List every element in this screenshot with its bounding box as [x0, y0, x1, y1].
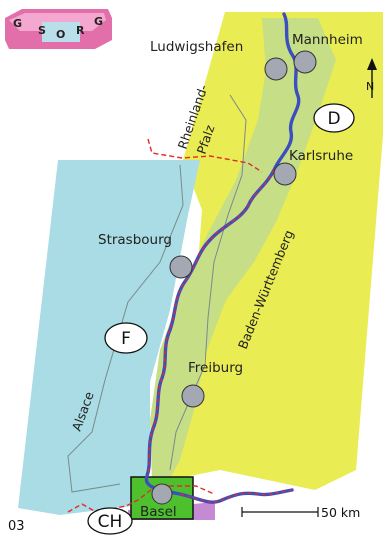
graben-strip: [150, 18, 336, 482]
figure-number: 03: [8, 519, 25, 534]
country-label-d: D: [327, 109, 340, 129]
country-badge-f: F: [104, 322, 148, 354]
cube-letter-g1: G: [13, 17, 22, 30]
cube-graben: [42, 22, 80, 42]
city-marker-freiburg: [181, 384, 205, 408]
cube-letter-s: S: [38, 24, 46, 37]
country-badge-ch: CH: [87, 507, 133, 535]
north-arrow-label: N: [366, 80, 374, 93]
rhine-river-border: [146, 169, 293, 503]
city-marker-mannheim: [293, 50, 317, 74]
fault-line-east: [169, 94, 247, 471]
city-marker-strasbourg: [169, 255, 193, 279]
city-label-ludwigshafen: Ludwigshafen: [150, 39, 243, 55]
city-label-freiburg: Freiburg: [188, 360, 243, 376]
country-label-f: F: [121, 329, 131, 349]
north-arrow-head: [367, 58, 377, 70]
scale-bar-label: 50 km: [321, 505, 360, 520]
country-badge-d: D: [313, 103, 355, 133]
city-marker-karlsruhe: [273, 162, 297, 186]
city-label-basel: Basel: [140, 504, 177, 520]
border-de-fr: [147, 138, 263, 173]
city-label-mannheim: Mannheim: [292, 32, 363, 48]
cube-letter-g2: G: [94, 15, 103, 28]
fault-line-west: [67, 164, 184, 493]
city-marker-ludwigshafen: [264, 57, 288, 81]
cube-letter-r: R: [76, 24, 85, 37]
border-ch: [67, 485, 215, 513]
scale-bar: 50 km: [241, 505, 360, 520]
legend-cube: G S O R G: [5, 9, 112, 49]
country-label-ch: CH: [98, 512, 123, 532]
city-label-karlsruhe: Karlsruhe: [289, 148, 353, 164]
city-marker-basel: [151, 483, 173, 505]
city-label-strasbourg: Strasbourg: [98, 232, 172, 248]
cube-letter-o: O: [56, 28, 65, 41]
north-arrow: N: [366, 58, 377, 98]
